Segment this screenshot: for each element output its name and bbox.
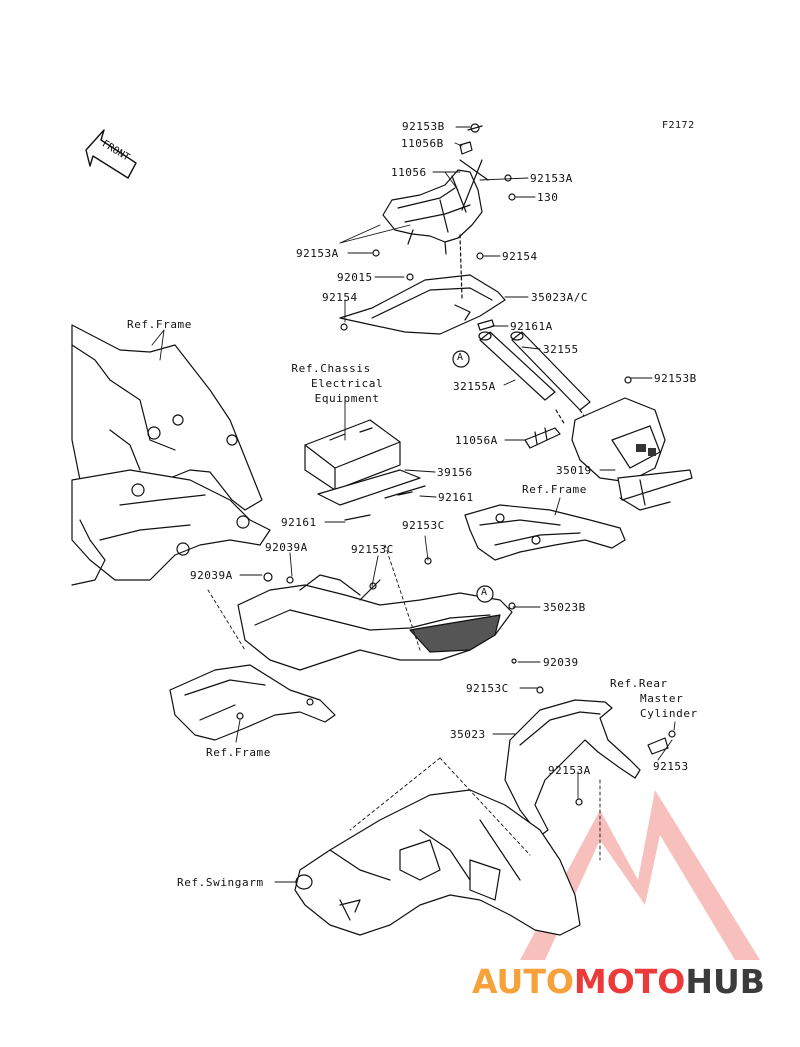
seat-bracket-11056 [372, 123, 516, 257]
part-label: 35023 [450, 728, 486, 741]
part-label: 11056A [455, 434, 498, 447]
part-label: 92161 [438, 491, 474, 504]
callout-a-lower [476, 585, 494, 603]
part-label: 92039A [265, 541, 308, 554]
part-label: 92153C [466, 682, 509, 695]
ref-line: Ref.Rear [610, 677, 668, 690]
part-label: 92153B [402, 120, 445, 133]
ref-frame-lower-left: Ref.Frame [206, 745, 271, 760]
frame-left-lower [169, 664, 336, 741]
ref-line: Ref.Frame [127, 318, 193, 331]
part-label: 92153C [351, 543, 394, 556]
callout-a-upper [452, 350, 470, 368]
ref-line: Master [640, 692, 684, 705]
tray-35023B [237, 557, 517, 671]
watermark-part-hub: HUB [685, 962, 765, 1001]
figure-code: F2172 [662, 120, 695, 131]
part-label: 92039 [543, 656, 579, 669]
watermark-part-moto: MOTO [573, 962, 686, 1001]
leader-lines [151, 126, 676, 883]
part-label: 92153A [530, 172, 573, 185]
callout-a-lower-label: A [481, 587, 488, 598]
ref-chassis-electrical: Ref.Chassis Electrical Equipment [279, 361, 383, 406]
part-label: 130 [537, 191, 559, 204]
ref-line: Cylinder [640, 707, 698, 720]
front-arrow-icon: FRONT [85, 129, 137, 179]
ref-swingarm: Ref.Swingarm [177, 875, 264, 890]
ref-line: Equipment [314, 392, 380, 405]
frame-right [464, 504, 626, 561]
ref-frame-right: Ref.Frame [522, 482, 587, 497]
part-label: 92154 [502, 250, 538, 263]
part-label: 92161 [281, 516, 317, 529]
battery-box [304, 419, 426, 521]
part-label: 35019 [556, 464, 592, 477]
tail-light-35019 [571, 376, 693, 511]
tubes-32155 [477, 319, 591, 426]
cover-35023AC [339, 234, 506, 335]
ref-line: Electrical [311, 377, 384, 390]
swingarm [294, 789, 581, 936]
watermark-text: AUTOMOTOHUB [472, 962, 765, 1001]
part-label: 92154 [322, 291, 358, 304]
ref-line: Ref.Frame [206, 746, 272, 759]
part-label: 92153B [654, 372, 697, 385]
part-label: 92153A [548, 764, 591, 777]
ref-line: Ref.Frame [522, 483, 588, 496]
bracket-11056A [524, 427, 561, 449]
part-label: 92015 [337, 271, 373, 284]
callout-a-upper-label: A [457, 352, 464, 363]
part-label: 32155A [453, 380, 496, 393]
part-label: 11056 [391, 166, 427, 179]
ref-line: Ref.Chassis [291, 362, 371, 375]
ref-rear-master-cylinder: Ref.Rear Master Cylinder [610, 676, 698, 721]
part-label: 35023A/C [531, 291, 588, 304]
frame-left [71, 324, 271, 586]
part-label: 32155 [543, 343, 579, 356]
part-label: 92153C [402, 519, 445, 532]
part-label: 92153A [296, 247, 339, 260]
watermark-part-auto: AUTO [472, 962, 574, 1001]
watermark-logo [520, 790, 760, 960]
ref-line: Ref.Swingarm [177, 876, 264, 889]
part-label: 92153 [653, 760, 689, 773]
part-label: 35023B [543, 601, 586, 614]
part-label: 39156 [437, 466, 473, 479]
part-label: 92039A [190, 569, 233, 582]
ref-frame-upper-left: Ref.Frame [127, 317, 192, 332]
part-label: 11056B [401, 137, 444, 150]
part-label: 92161A [510, 320, 553, 333]
